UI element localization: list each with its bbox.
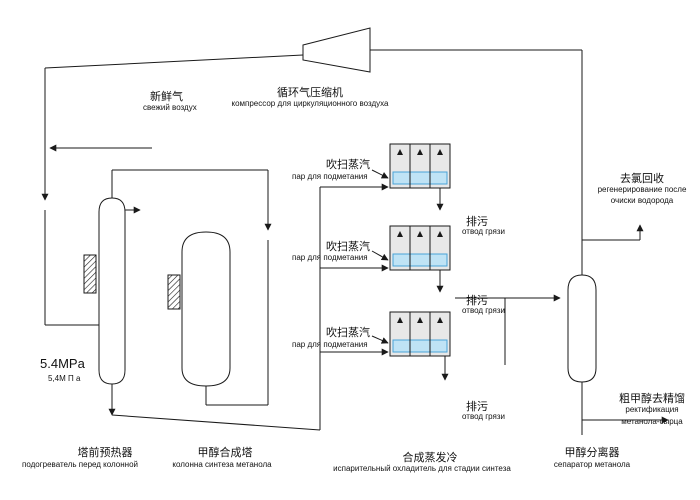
fresh-gas-label: 新鲜气	[150, 91, 183, 103]
evap-cooler-1	[389, 143, 451, 189]
purge-steam-label-2: 吹扫蒸汽	[326, 241, 370, 253]
blowdown-label-1-ru: отвод грязи	[462, 227, 506, 236]
blowdown-label-2: 排污	[466, 295, 488, 307]
pressure-label: 5.4MPa	[40, 356, 85, 371]
evap-cooler-2	[389, 225, 451, 271]
purge-steam-label-3-ru: пар для подметания	[292, 340, 368, 349]
blowdown-label-2-ru: отвод грязи	[462, 306, 506, 315]
dechlorination-label: 去氯回收	[620, 173, 664, 185]
synthesis-tower-vessel	[181, 231, 231, 387]
purge-steam-label-2-ru: пар для подметания	[292, 253, 368, 262]
synthesis-tower-label: 甲醇合成塔	[197, 447, 253, 459]
purge-steam-label-1: 吹扫蒸汽	[326, 159, 370, 171]
synthesis-tower-label-ru: колонна синтеза метанола	[172, 460, 272, 469]
blowdown-label-3-ru: отвод грязи	[462, 412, 506, 421]
separator-vessel	[567, 274, 597, 383]
pressure-label-ru: 5,4М П а	[48, 374, 81, 383]
crude-methanol-label: 粗甲醇去精馏	[619, 393, 685, 405]
purge-steam-label-1-ru: пар для подметания	[292, 172, 368, 181]
blowdown-label-3: 排污	[466, 401, 488, 413]
separator-label: 甲醇分离器	[564, 447, 620, 459]
fresh-gas-label-ru: свежий воздух	[143, 103, 197, 112]
evap-cooler-label-ru: испарительный охладитель для стадии синт…	[333, 464, 511, 473]
preheater-label: 塔前预热器	[77, 447, 133, 459]
dechlorination-label-ru-1: регенерирование после	[597, 185, 687, 194]
purge-steam-label-3: 吹扫蒸汽	[326, 327, 370, 339]
crude-methanol-label-ru-1: ректификация	[625, 405, 679, 414]
evap-cooler-label: 合成蒸发冷	[402, 452, 458, 464]
compressor-label: 循环气压缩机	[277, 87, 343, 99]
compressor-symbol	[302, 27, 371, 73]
dechlorination-label-ru-2: очиски водорода	[610, 196, 674, 205]
synthesis-tower-heater	[167, 274, 181, 310]
evap-cooler-3	[389, 311, 451, 357]
separator-label-ru: сепаратор метанола	[553, 460, 631, 469]
preheater-label-ru: подогреватель перед колонной	[21, 460, 139, 469]
preheater-heater	[83, 254, 97, 294]
preheater-vessel	[98, 197, 126, 385]
compressor-label-ru: компрессор для циркуляционного воздуха	[231, 99, 389, 108]
crude-methanol-label-ru-2: метанола-сырца	[621, 417, 683, 426]
blowdown-label-1: 排污	[466, 216, 488, 228]
